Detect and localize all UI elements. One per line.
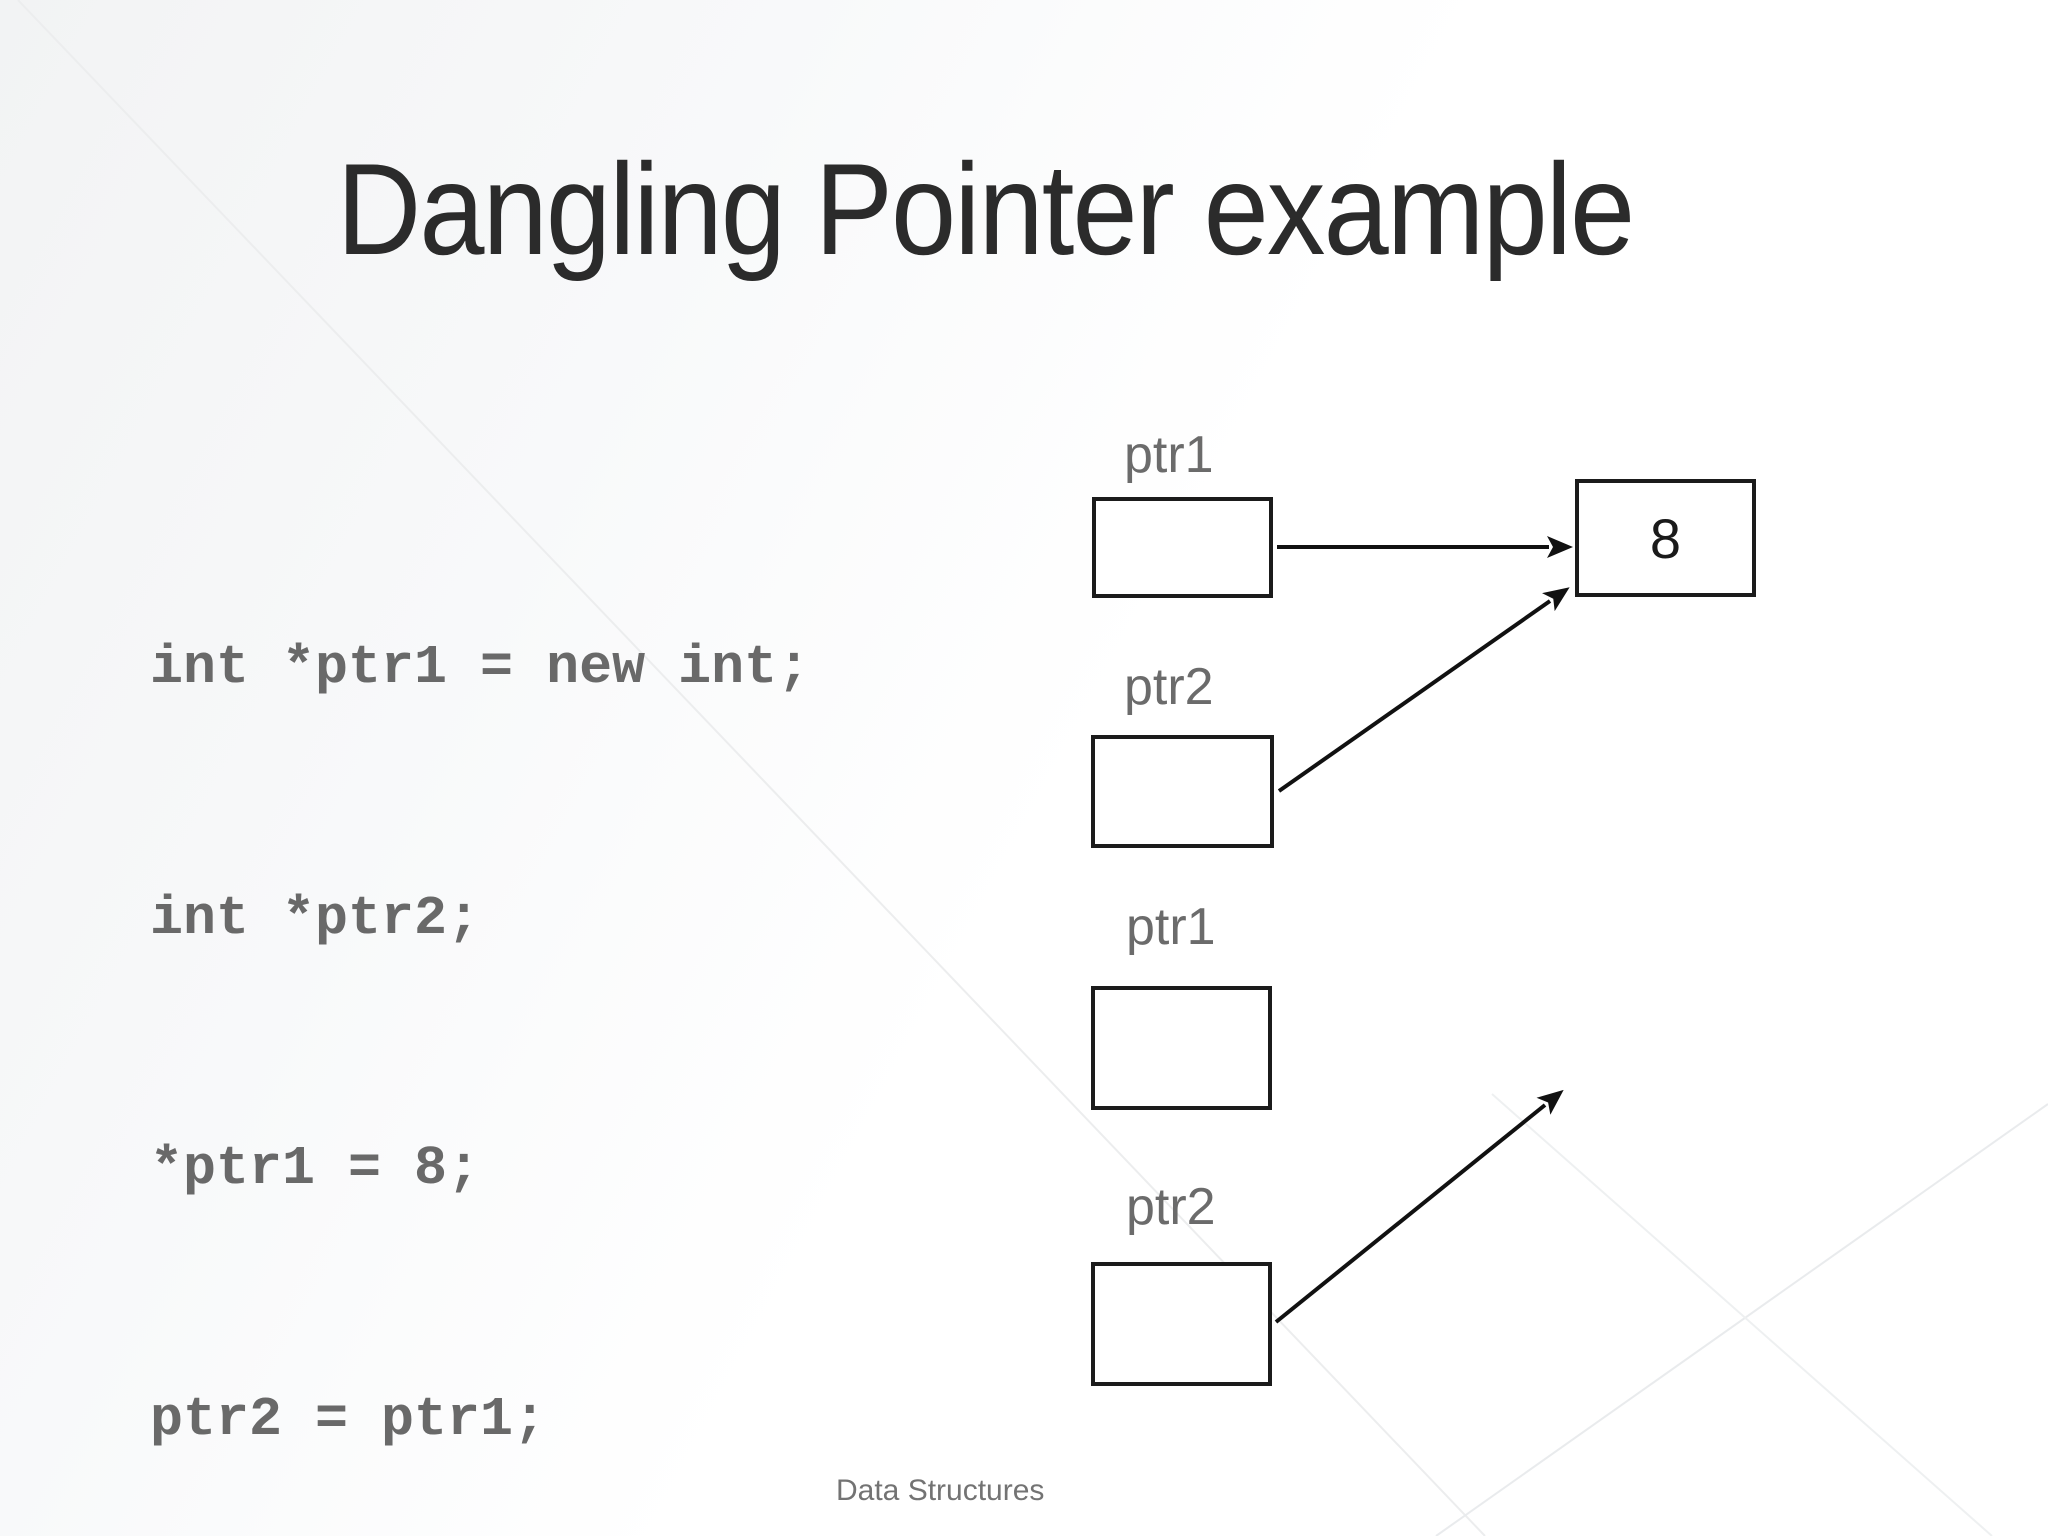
- ptr1-box-after: [1091, 986, 1272, 1110]
- page-title: Dangling Pointer example: [336, 136, 1635, 282]
- code-line-2: int *ptr2;: [150, 886, 481, 950]
- code-block: int *ptr1 = new int; int *ptr2; *ptr1 = …: [150, 459, 810, 1536]
- crease-line-bottomright-b: [1491, 1093, 1993, 1536]
- value-text: 8: [1649, 506, 1682, 570]
- ptr2-box-after: [1091, 1262, 1272, 1386]
- ptr1-label-before: ptr1: [1124, 426, 1214, 484]
- crease-line-bottomright-a: [1435, 1103, 2048, 1536]
- ptr1-label-after: ptr1: [1126, 898, 1216, 956]
- ptr1-box-before: [1092, 497, 1273, 598]
- value-box: 8: [1575, 479, 1756, 597]
- ptr2-box-before: [1091, 735, 1274, 848]
- footer-text: Data Structures: [836, 1474, 1045, 1507]
- ptr2-label-after: ptr2: [1126, 1178, 1216, 1236]
- code-line-3: *ptr1 = 8;: [150, 1137, 481, 1200]
- ptr2-label-before: ptr2: [1124, 658, 1214, 716]
- code-line-4: ptr2 = ptr1;: [150, 1387, 547, 1451]
- code-line-1: int *ptr1 = new int;: [150, 636, 811, 699]
